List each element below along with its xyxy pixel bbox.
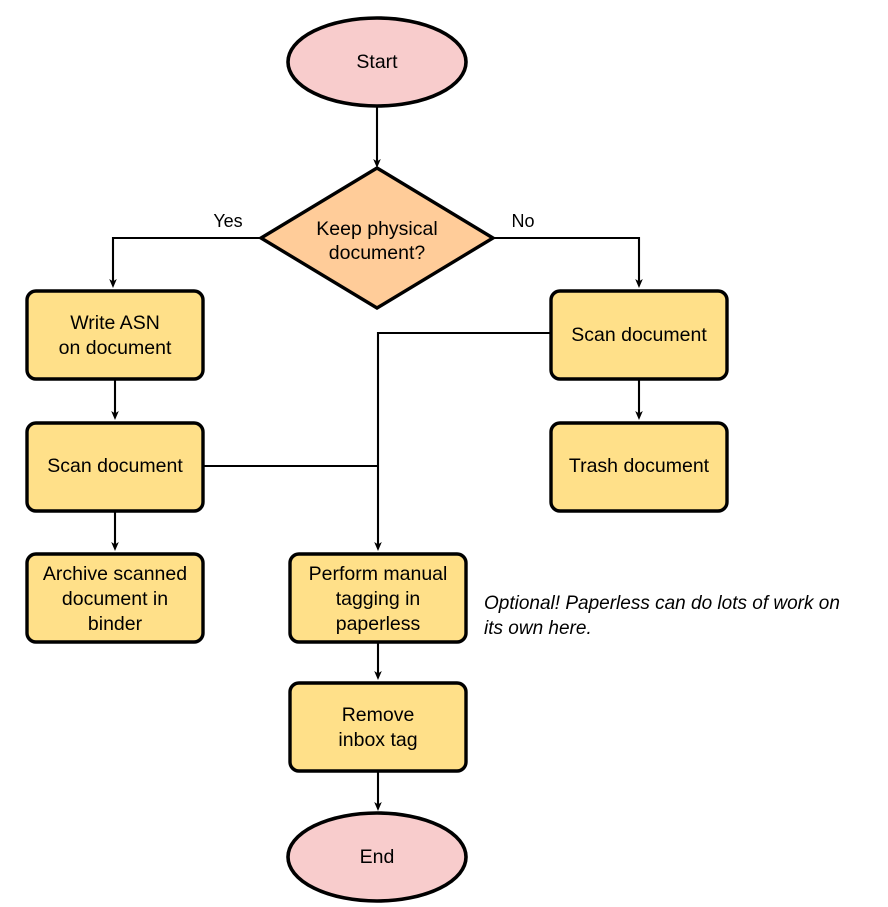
scan-document-right-box-shape[interactable]	[549, 289, 729, 381]
tagging-label-line-1: Perform manual	[309, 563, 448, 585]
decision-label-line-1: Keep physical	[316, 218, 437, 240]
node-write-asn-on-document[interactable]: Write ASN on document	[25, 289, 205, 381]
node-end[interactable]: End	[286, 811, 468, 903]
archive-label-line-1: Archive scanned	[43, 563, 187, 585]
edge-layer	[109, 107, 643, 812]
edge-decision-to-scan-document-right	[493, 236, 643, 289]
decision-label-line-2: document?	[329, 242, 426, 264]
edge-label-layer: Yes No	[213, 211, 534, 231]
node-trash-document[interactable]: Trash document	[549, 421, 729, 513]
tagging-label-line-3: paperless	[336, 613, 421, 635]
write-asn-box-shape[interactable]	[25, 289, 205, 381]
edge-label-yes: Yes	[213, 211, 242, 231]
archive-box-shape[interactable]	[25, 552, 205, 644]
decision-diamond-shape[interactable]	[257, 166, 497, 310]
archive-label-line-3: binder	[88, 613, 143, 635]
tagging-box-shape[interactable]	[288, 552, 468, 644]
remove-inbox-tag-label-line-1: Remove	[342, 704, 415, 726]
remove-inbox-tag-box-shape[interactable]	[288, 681, 468, 773]
paperless-note-line-2: its own here.	[484, 618, 592, 639]
edge-decision-to-write-asn	[109, 236, 261, 289]
write-asn-label-line-2: on document	[59, 337, 172, 359]
node-scan-document-right[interactable]: Scan document	[549, 289, 729, 381]
end-label: End	[360, 846, 395, 868]
start-terminator-shape[interactable]	[286, 16, 468, 108]
scan-document-right-label: Scan document	[571, 324, 707, 346]
edge-scan-document-right-to-tagging	[374, 331, 551, 552]
trash-document-box-shape[interactable]	[549, 421, 729, 513]
remove-inbox-tag-label-line-2: inbox tag	[338, 729, 417, 751]
tagging-label-line-2: tagging in	[336, 588, 421, 610]
annotation-paperless-note: Optional! Paperless can do lots of work …	[484, 593, 840, 639]
scan-document-left-box-shape[interactable]	[25, 421, 205, 513]
node-keep-physical-document[interactable]: Keep physical document?	[257, 166, 497, 310]
node-start[interactable]: Start	[286, 16, 468, 108]
node-archive-scanned-document-in-binder[interactable]: Archive scanned document in binder	[25, 552, 205, 644]
node-remove-inbox-tag[interactable]: Remove inbox tag	[288, 681, 468, 773]
end-terminator-shape[interactable]	[286, 811, 468, 903]
archive-label-line-2: document in	[62, 588, 168, 610]
trash-document-label: Trash document	[569, 455, 710, 477]
start-label: Start	[356, 51, 398, 73]
paperless-note-line-1: Optional! Paperless can do lots of work …	[484, 593, 840, 614]
edge-label-no: No	[511, 211, 534, 231]
write-asn-label-line-1: Write ASN	[70, 312, 160, 334]
node-perform-manual-tagging-in-paperless[interactable]: Perform manual tagging in paperless	[288, 552, 468, 644]
node-scan-document-left[interactable]: Scan document	[25, 421, 205, 513]
scan-document-left-label: Scan document	[47, 455, 183, 477]
